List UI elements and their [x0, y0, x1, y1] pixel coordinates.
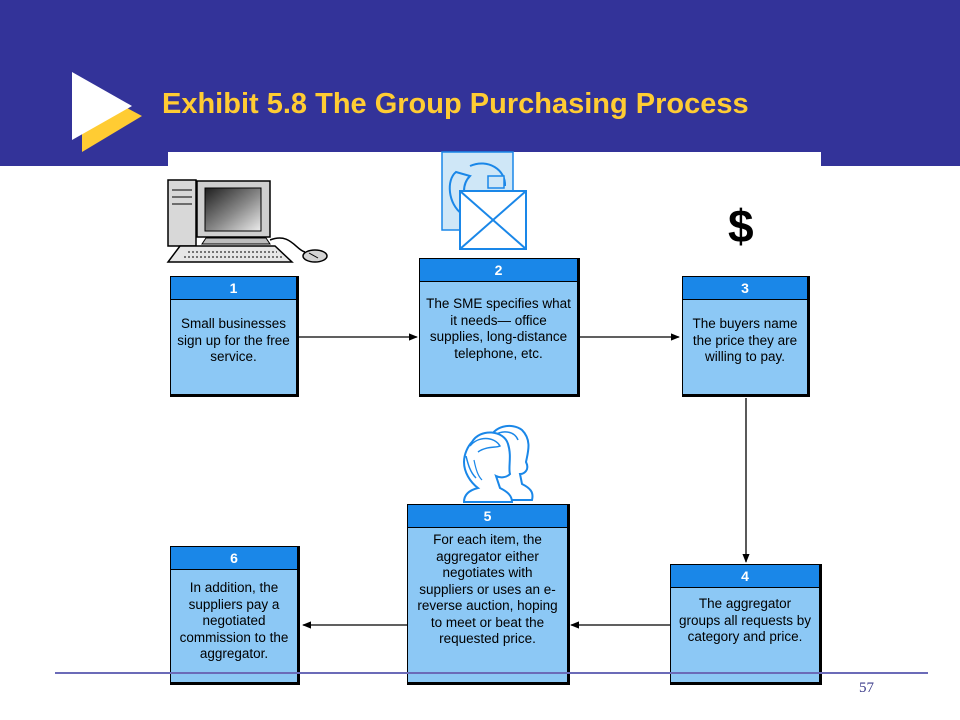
page-number: 57: [859, 680, 874, 696]
step-number: 6: [171, 547, 297, 570]
step-5-box: 5 For each item, the aggregator either n…: [407, 504, 570, 685]
step-text: The SME specifies what it needs— office …: [426, 296, 571, 361]
step-number: 4: [671, 565, 819, 588]
step-6-box: 6 In addition, the suppliers pay a negot…: [170, 546, 300, 685]
step-text: Small businesses sign up for the free se…: [177, 316, 290, 364]
step-text: In addition, the suppliers pay a negotia…: [179, 580, 289, 661]
step-1-box: 1 Small businesses sign up for the free …: [170, 276, 299, 397]
step-text: The aggregator groups all requests by ca…: [678, 596, 812, 644]
step-3-box: 3 The buyers name the price they are wil…: [682, 276, 810, 397]
page-title: Exhibit 5.8 The Group Purchasing Process: [162, 88, 749, 120]
footer-divider: [55, 672, 928, 674]
step-number: 5: [408, 505, 567, 528]
step-text: For each item, the aggregator either neg…: [417, 532, 558, 646]
step-2-box: 2 The SME specifies what it needs— offic…: [419, 258, 580, 397]
header-band: [0, 0, 960, 166]
step-4-box: 4 The aggregator groups all requests by …: [670, 564, 822, 685]
step-number: 2: [420, 259, 577, 282]
dollar-sign-icon: $: [728, 200, 754, 252]
step-text: The buyers name the price they are willi…: [692, 316, 798, 364]
step-number: 3: [683, 277, 807, 300]
step-number: 1: [171, 277, 296, 300]
